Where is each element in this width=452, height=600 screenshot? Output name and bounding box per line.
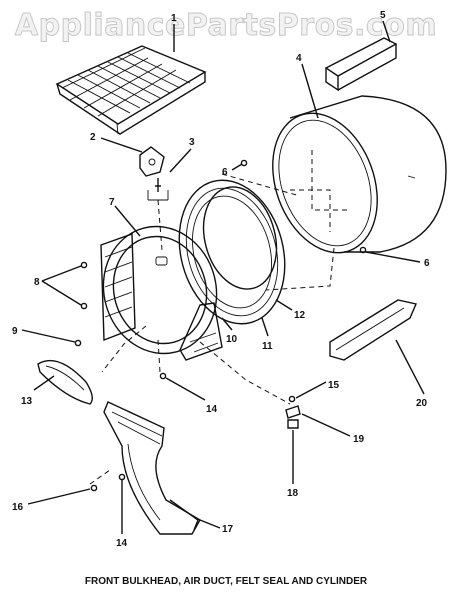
callout-6-right: 6: [424, 258, 430, 269]
callout-13: 13: [21, 396, 33, 407]
leader-12: [275, 299, 293, 311]
leader-3: [169, 148, 192, 173]
vent-cover: [324, 37, 398, 92]
callout-7: 7: [109, 197, 115, 208]
assembly-lines: [89, 173, 335, 485]
leader-9: [21, 329, 76, 343]
callout-17: 17: [222, 524, 234, 535]
lint-bracket: [37, 359, 93, 405]
leader-6-right: [365, 251, 421, 263]
leader-20: [395, 339, 425, 395]
leader-10: [221, 317, 233, 331]
leader-13: [33, 375, 55, 391]
callout-8: 8: [34, 277, 40, 288]
callout-4: 4: [296, 53, 302, 64]
callout-11: 11: [262, 341, 273, 352]
leader-2: [100, 137, 143, 153]
connector-clips: [285, 405, 301, 429]
callout-15: 15: [328, 380, 340, 391]
callout-1: 1: [171, 13, 177, 24]
callout-12: 12: [294, 310, 306, 321]
air-duct: [103, 401, 201, 535]
drying-rack: [55, 45, 207, 135]
callout-14-top: 14: [206, 404, 218, 415]
callout-3: 3: [189, 137, 195, 148]
diagram-caption: FRONT BULKHEAD, AIR DUCT, FELT SEAL AND …: [84, 576, 368, 587]
leader-14-top: [165, 377, 206, 401]
callout-5: 5: [380, 10, 386, 21]
callout-18: 18: [287, 488, 299, 499]
callout-16: 16: [12, 502, 24, 513]
door-switch: [139, 146, 169, 201]
leader-6-top: [231, 163, 243, 171]
felt-seal: [178, 179, 286, 325]
callout-2: 2: [90, 132, 96, 143]
leader-5: [382, 20, 391, 43]
callout-10: 10: [226, 334, 238, 345]
callout-14-bottom: 14: [116, 538, 128, 549]
leader-16: [27, 488, 91, 505]
drum-cylinder: [272, 95, 447, 254]
callout-9: 9: [12, 326, 18, 337]
leader-7: [114, 205, 141, 237]
leader-11: [261, 317, 269, 337]
callout-19: 19: [353, 434, 365, 445]
leader-15: [295, 381, 327, 399]
callout-6-top: 6: [222, 167, 228, 178]
front-bulkhead: [100, 225, 223, 361]
leader-17: [194, 517, 221, 529]
leader-8: [41, 265, 82, 306]
callout-20: 20: [416, 398, 428, 409]
leader-4: [301, 63, 319, 119]
watermark: AppliancePartsPros.com: [14, 8, 438, 44]
screws: [74, 159, 367, 492]
duct-section: [329, 299, 417, 361]
leader-19: [301, 413, 351, 437]
